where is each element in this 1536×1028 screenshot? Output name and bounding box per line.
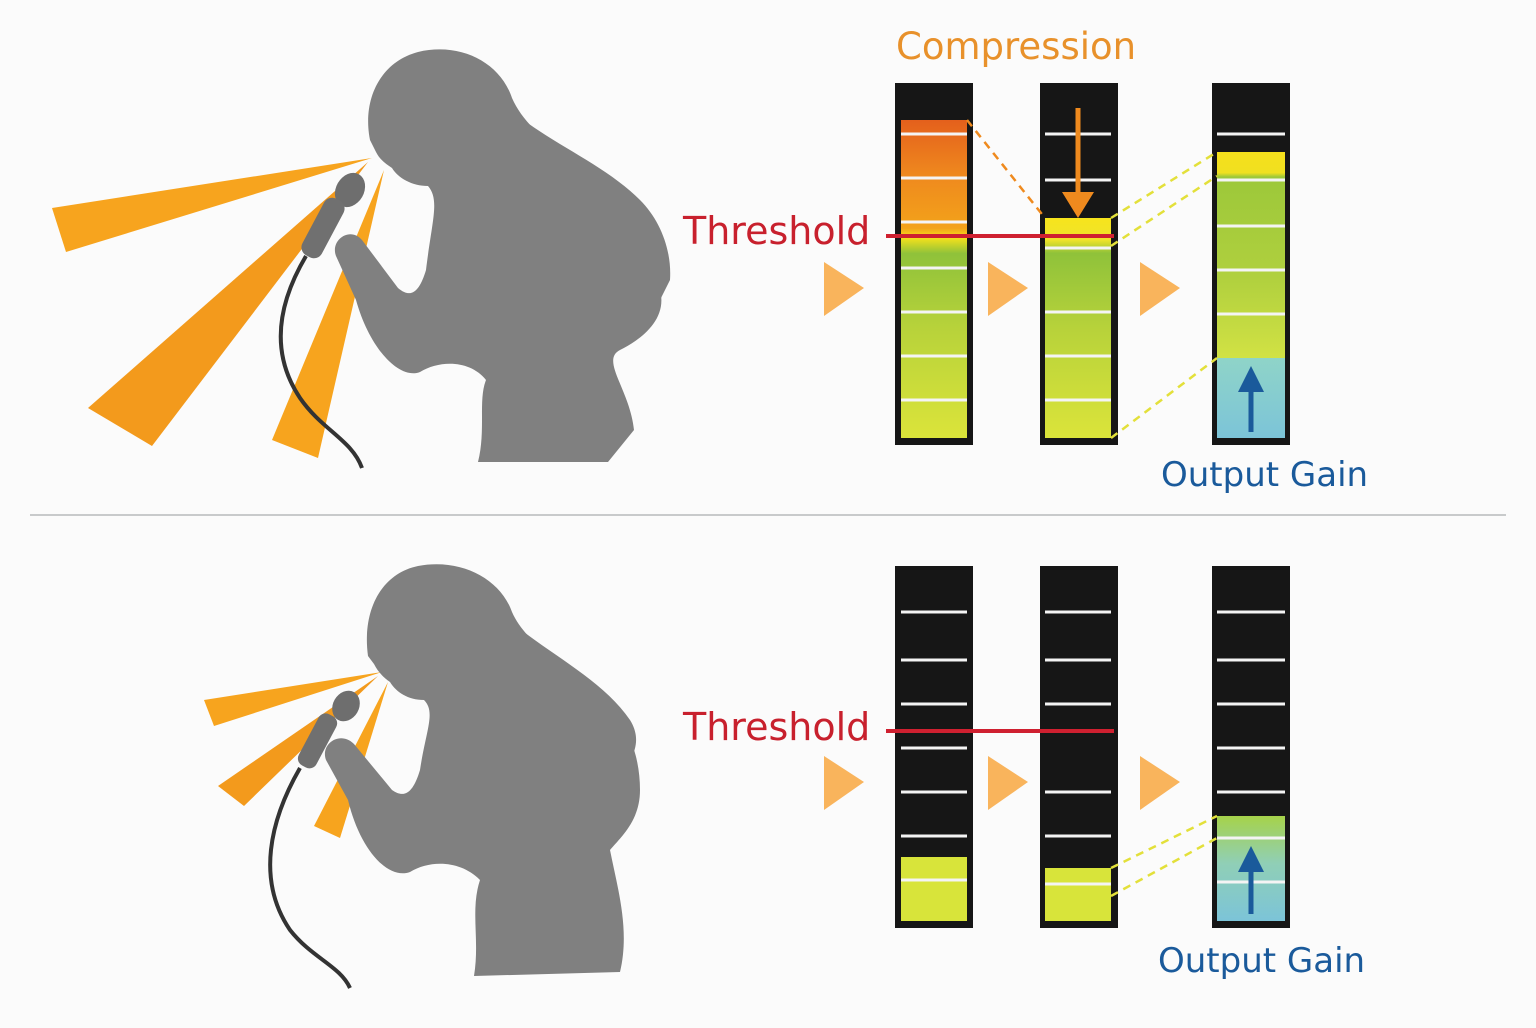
output-level-meter	[1212, 83, 1290, 445]
compression-label: Compression	[896, 25, 1137, 68]
microphone-icon	[268, 690, 360, 989]
bottom-panel	[204, 564, 1290, 989]
top-panel	[52, 49, 1290, 469]
singer-silhouette	[324, 564, 640, 976]
flow-arrow-icon	[1140, 262, 1180, 316]
compressed-level-meter	[1040, 83, 1118, 445]
compressed-level-meter	[1040, 566, 1118, 928]
input-level-meter	[895, 83, 973, 445]
flow-arrow-icon	[1140, 756, 1180, 810]
flow-arrow-icon	[824, 262, 864, 316]
singer-silhouette	[334, 49, 671, 462]
up-arrow-icon	[1238, 846, 1264, 914]
threshold-label: Threshold	[683, 705, 871, 749]
output-level-meter	[1212, 566, 1290, 928]
output-gain-label: Output Gain	[1161, 455, 1369, 495]
output-gain-label: Output Gain	[1158, 941, 1366, 981]
flow-arrow-icon	[988, 262, 1028, 316]
microphone-icon	[278, 172, 366, 469]
threshold-label: Threshold	[683, 209, 871, 253]
input-level-meter	[895, 566, 973, 928]
down-arrow-icon	[1062, 108, 1094, 218]
flow-arrow-icon	[988, 756, 1028, 810]
up-arrow-icon	[1238, 366, 1264, 432]
flow-arrow-icon	[824, 756, 864, 810]
